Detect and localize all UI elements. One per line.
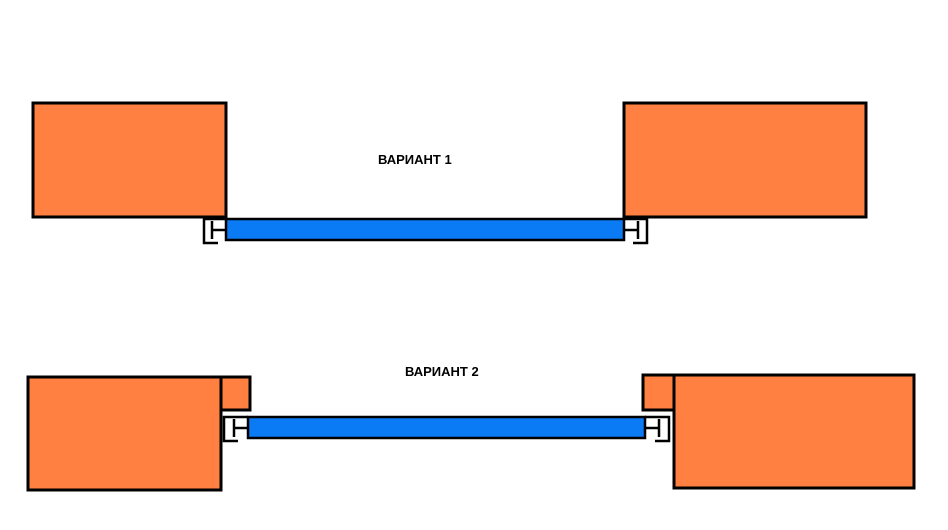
variant-2-right-wall bbox=[672, 373, 916, 490]
variant-1-left-frame-profile bbox=[202, 217, 226, 245]
variant-1-door-panel bbox=[224, 217, 626, 242]
variant-1-right-frame-profile bbox=[624, 217, 649, 245]
variant-1-label: ВАРИАНТ 1 bbox=[378, 152, 452, 167]
variant-2-door-panel bbox=[246, 415, 647, 440]
variant-2-left-frame-profile bbox=[222, 415, 248, 443]
variant-1-left-wall bbox=[31, 101, 228, 219]
variant-2-label: ВАРИАНТ 2 bbox=[405, 364, 479, 379]
variant-2-left-wall bbox=[26, 375, 223, 492]
variant-2-right-jamb bbox=[641, 373, 676, 412]
variant-1-right-wall bbox=[622, 101, 868, 219]
variant-2-right-frame-profile bbox=[645, 415, 671, 443]
variant-2-left-jamb bbox=[219, 375, 252, 412]
variant-1-group: ВАРИАНТ 1 bbox=[31, 101, 868, 245]
variant-2-group: ВАРИАНТ 2 bbox=[26, 364, 916, 492]
